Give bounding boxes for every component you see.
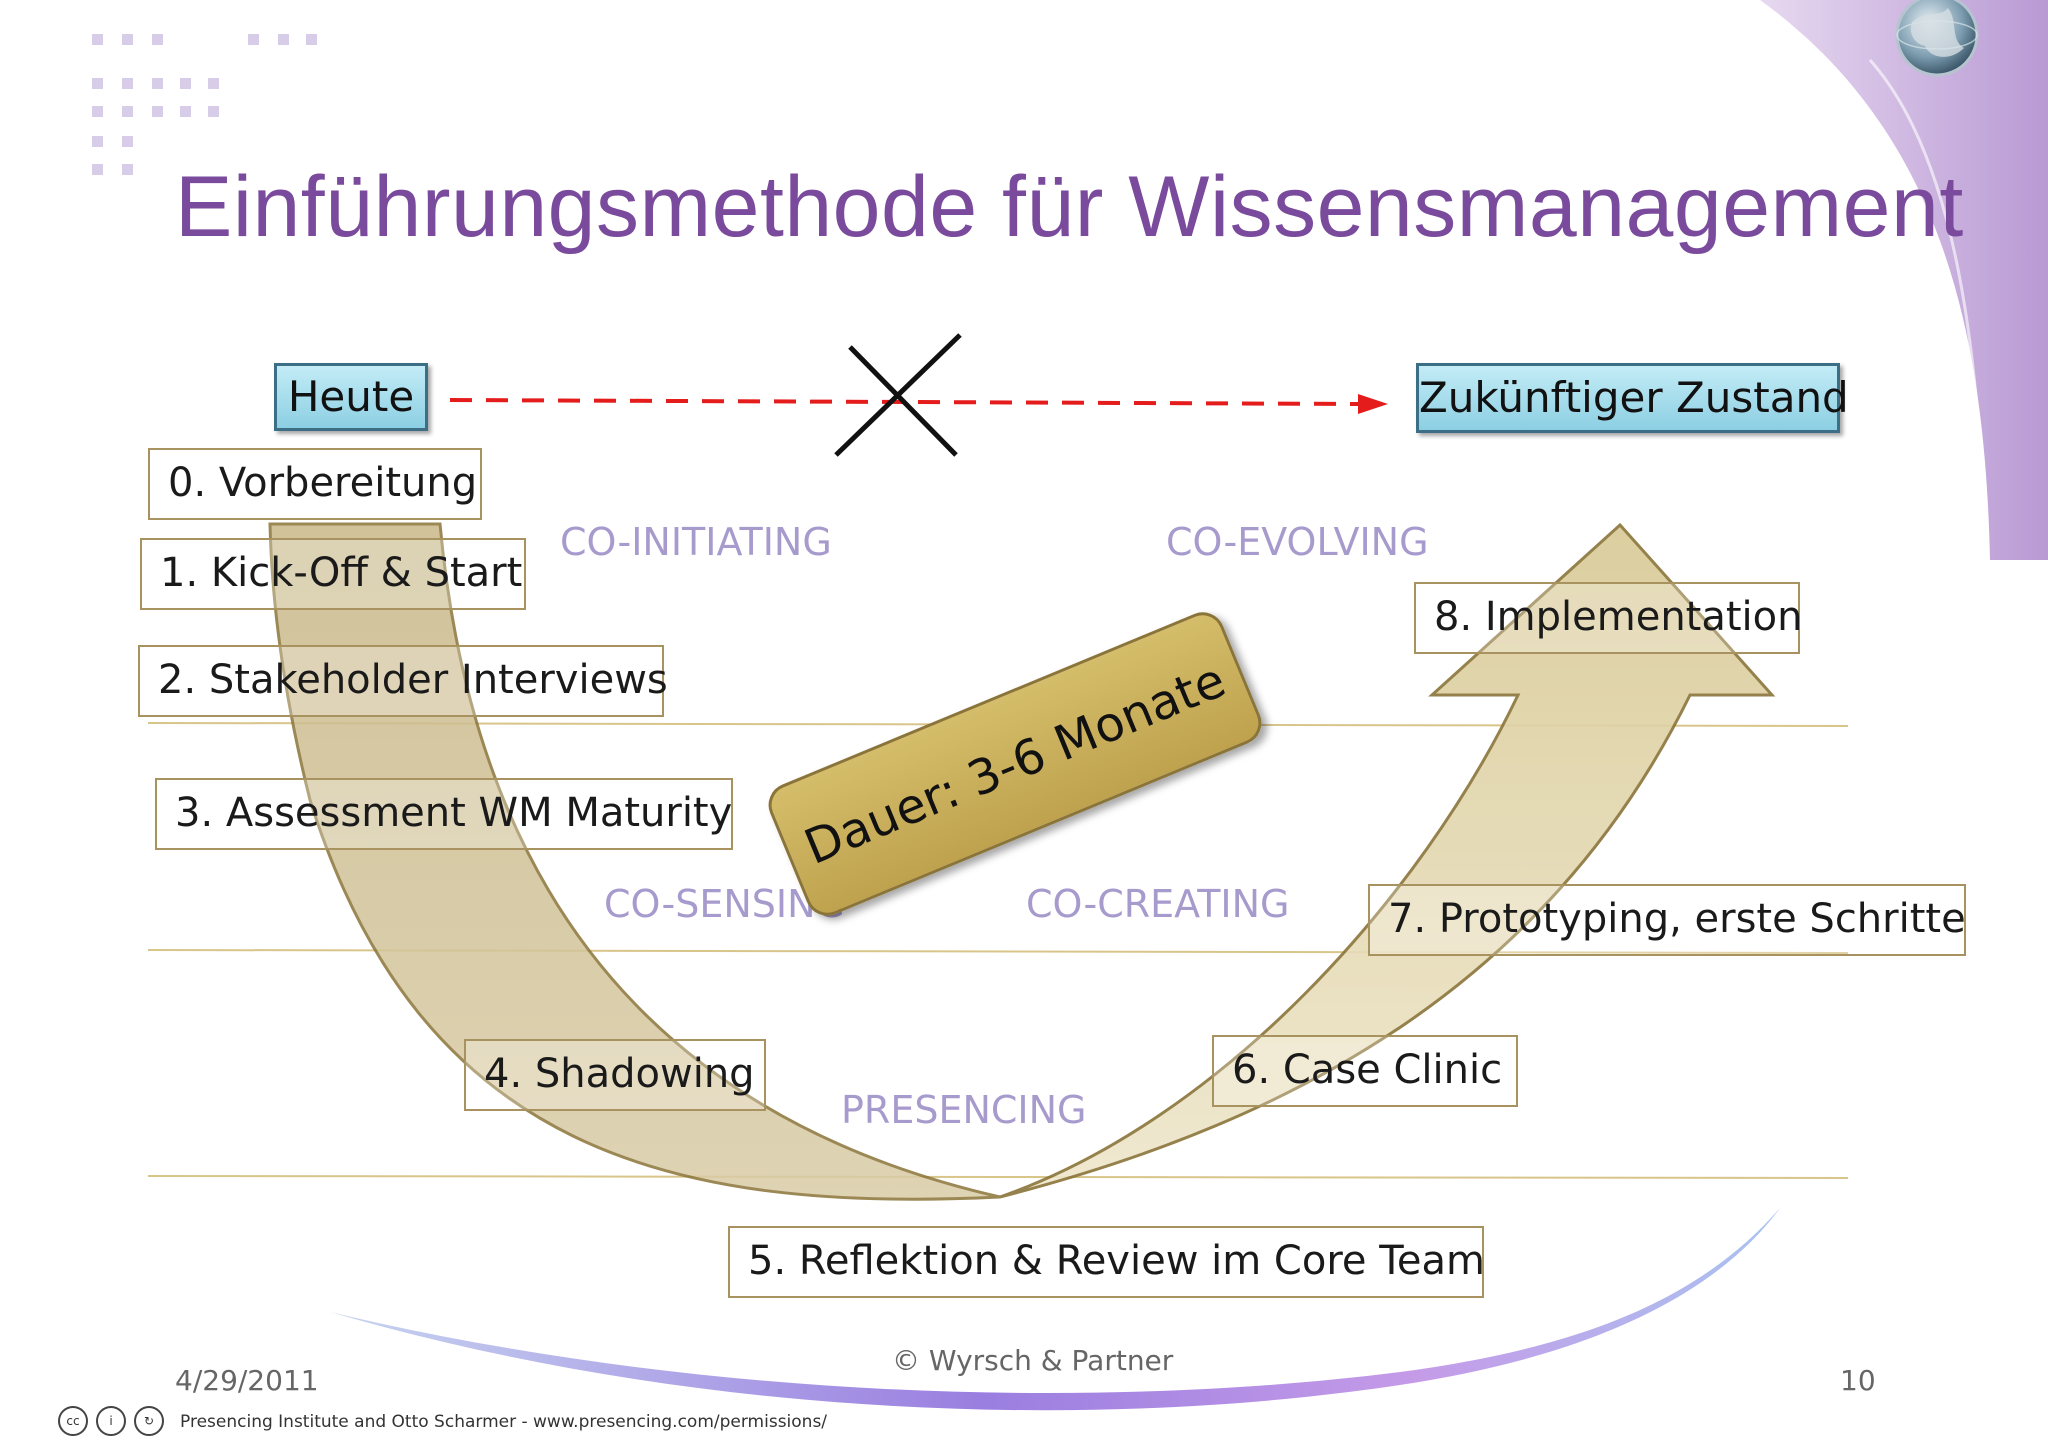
dashed-arrow — [449, 394, 1388, 414]
step-8-box: 8. Implementation — [1414, 582, 1803, 654]
sa-icon: ↻ — [134, 1406, 164, 1436]
step-6-box: 6. Case Clinic — [1212, 1035, 1518, 1107]
dot-grid-icon — [92, 34, 317, 175]
right-decorative-band — [1760, 0, 2048, 560]
slide-title: Einführungsmethode für Wissensmanagement — [175, 159, 1964, 255]
future-state-box: Zukünftiger Zustand — [1416, 363, 1849, 433]
globe-icon — [1895, 0, 1979, 77]
step-3-box: 3. Assessment WM Maturity — [155, 778, 733, 850]
phase-co-evolving: CO-EVOLVING — [1166, 520, 1429, 564]
cross-mark-icon — [834, 333, 962, 457]
slide-date: 4/29/2011 — [175, 1364, 319, 1397]
step-4-box: 4. Shadowing — [464, 1039, 766, 1111]
right-band-inner-highlight — [1868, 59, 1987, 561]
license-text: Presencing Institute and Otto Scharmer -… — [180, 1412, 828, 1432]
step-5-box: 5. Reflektion & Review im Core Team — [728, 1226, 1485, 1298]
phase-co-creating: CO-CREATING — [1026, 882, 1290, 926]
step-1-box: 1. Kick-Off & Start — [140, 538, 526, 610]
by-icon: i — [96, 1406, 126, 1436]
page-number: 10 — [1840, 1364, 1876, 1397]
u-arrow-left-band — [268, 522, 1001, 1201]
u-arrow-right-band — [999, 522, 1776, 1199]
cc-icon: cc — [58, 1406, 88, 1436]
step-7-box: 7. Prototyping, erste Schritte — [1368, 884, 1966, 956]
step-2-box: 2. Stakeholder Interviews — [138, 645, 668, 717]
step-0-box: 0. Vorbereitung — [148, 448, 482, 520]
phase-presencing: PRESENCING — [841, 1088, 1087, 1132]
phase-co-initiating: CO-INITIATING — [560, 520, 832, 564]
copyright: © Wyrsch & Partner — [892, 1344, 1174, 1377]
current-state-box: Heute — [274, 363, 428, 431]
